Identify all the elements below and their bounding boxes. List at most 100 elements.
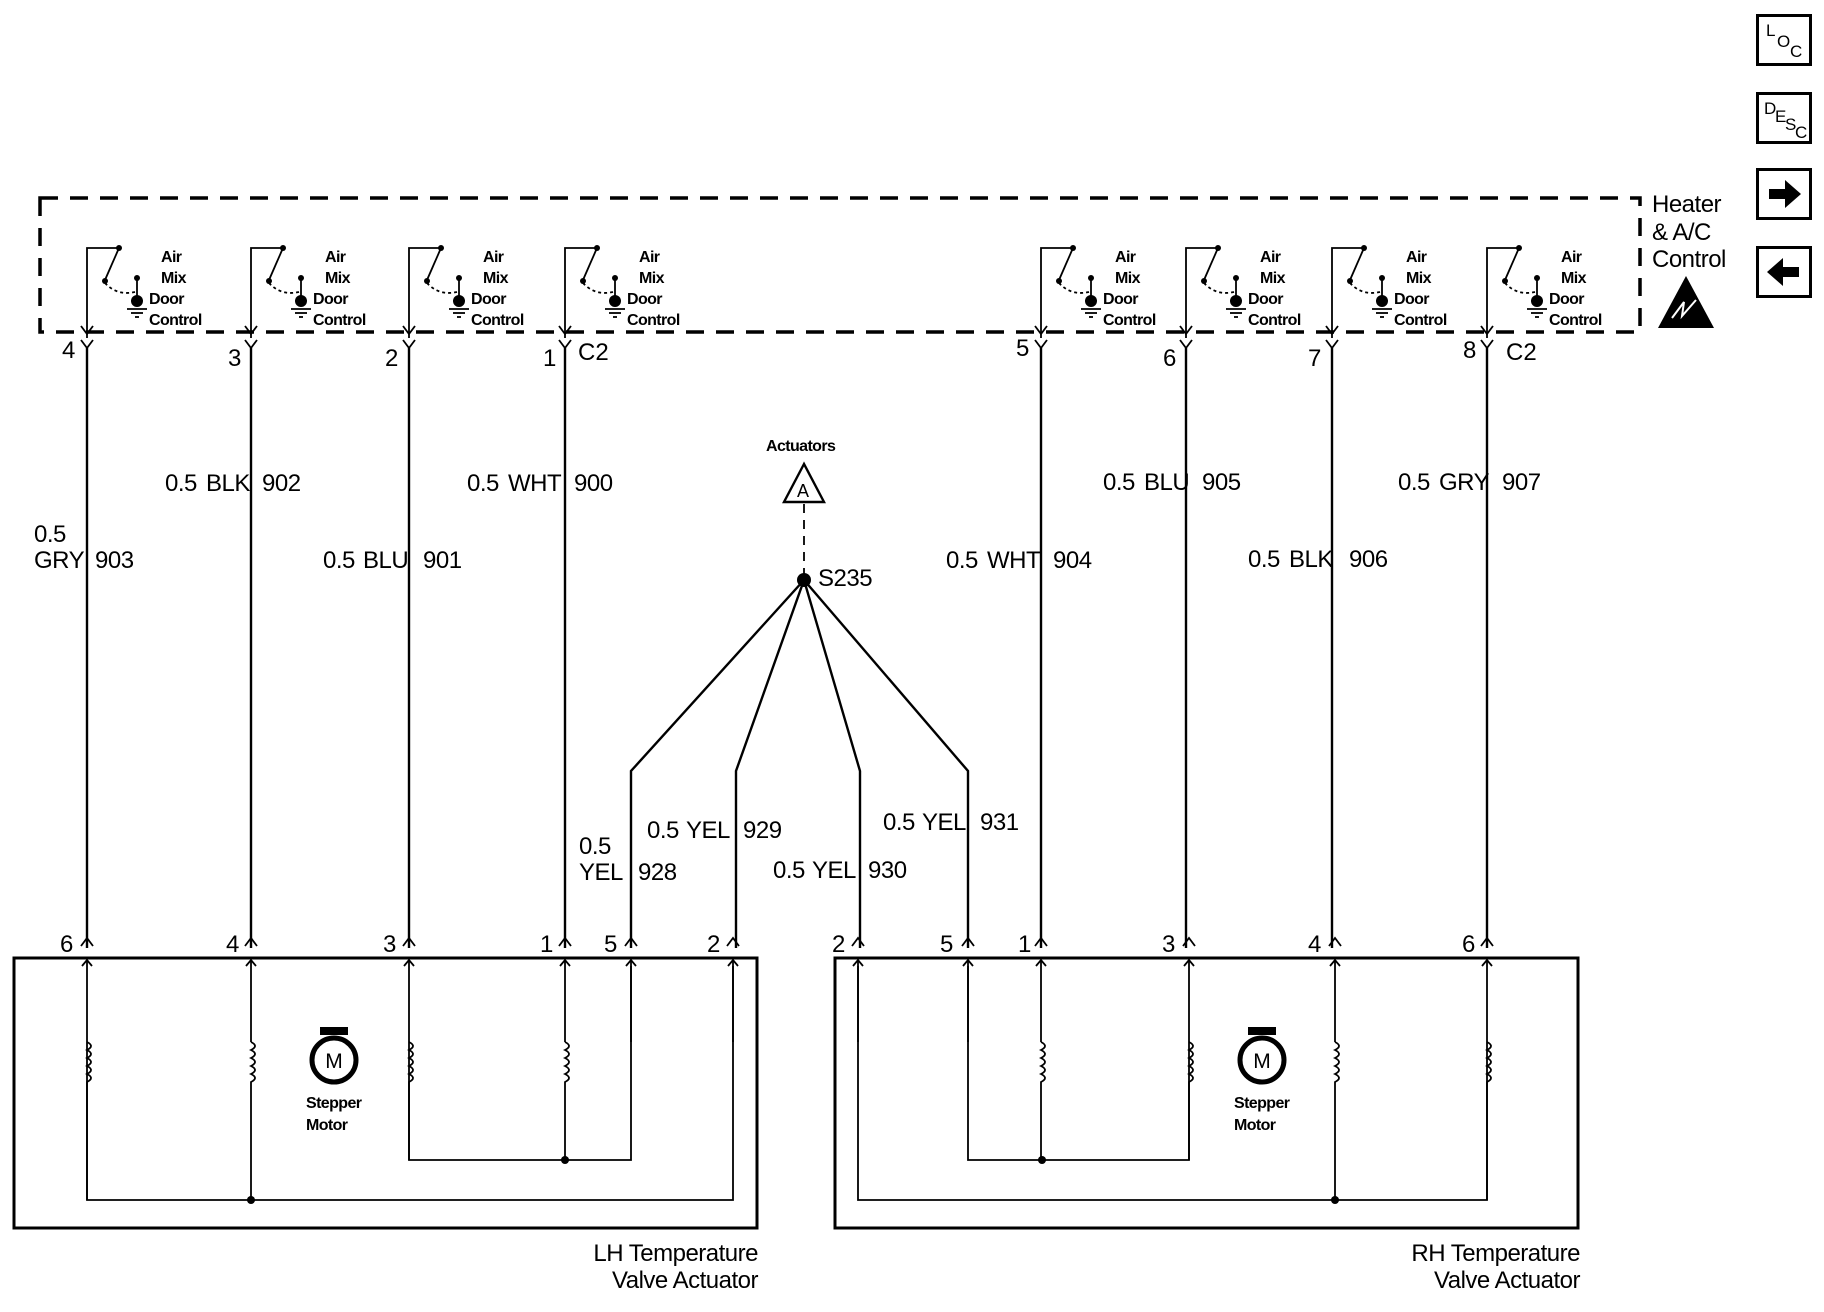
pin-fork: [1034, 339, 1048, 350]
loc-letter-c: C: [1790, 42, 1803, 61]
switch-label-line: Control: [627, 312, 680, 329]
rh-pin-fork: [961, 936, 975, 947]
lh-pin-number: 1: [540, 931, 553, 958]
wire-930-color: YEL: [812, 857, 856, 884]
lh-coil: [562, 1041, 570, 1090]
switch-blade: [1058, 247, 1074, 281]
lh-motor-label-1: Stepper: [306, 1095, 362, 1112]
lh-title-line-2: Valve Actuator: [612, 1267, 758, 1294]
switch-label-line: Control: [1103, 312, 1156, 329]
module-pin-number: 3: [228, 345, 241, 372]
switch-contact: [102, 278, 108, 284]
module-pin-number: 4: [62, 337, 75, 364]
wire-929-path: [734, 579, 806, 948]
wire-928-circuit: 928: [638, 859, 677, 886]
switch-pivot: [116, 245, 122, 251]
wire-903-color: GRY: [34, 547, 85, 574]
switch-label-line: Door: [1394, 291, 1429, 308]
switch-pivot: [1516, 245, 1522, 251]
lh-pin-number: 2: [707, 931, 720, 958]
wire-902-circuit: 902: [262, 470, 301, 497]
rh-pin-fork: [1480, 936, 1494, 947]
wire-931-path: [803, 579, 970, 948]
desc-letter-d: D: [1764, 99, 1777, 118]
module-pin-number: 5: [1016, 335, 1029, 362]
switch-ground-dot: [609, 295, 621, 307]
pin-fork: [402, 339, 416, 350]
switch-contact: [1201, 278, 1207, 284]
module-wire-group: [80, 339, 1494, 948]
switch-pivot: [1215, 245, 1221, 251]
previous-page-button[interactable]: [1756, 246, 1812, 298]
switch-label-line: Door: [149, 291, 184, 308]
rh-pin-fork: [1328, 936, 1342, 947]
switch-label-line: Air: [325, 249, 346, 266]
module-pin-number: 1: [543, 345, 556, 372]
switch-label-line: Door: [471, 291, 506, 308]
module-pin-number: 8: [1463, 337, 1476, 364]
wire-928-path: [629, 579, 805, 948]
switch-link: [1504, 282, 1536, 294]
switch-blade: [582, 247, 598, 281]
wire-label-group: 0.5 GRY 903 0.5 BLK 902 0.5 BLU 901 0.5 …: [34, 469, 1541, 886]
wire-900-size: 0.5: [467, 470, 499, 497]
loc-button[interactable]: L O C: [1756, 14, 1812, 66]
switch-label-line: Door: [627, 291, 662, 308]
pin-arrow: [1480, 325, 1494, 336]
pin-fork: [244, 339, 258, 350]
wire-901-size: 0.5: [323, 547, 355, 574]
switch-ground-dot: [1376, 295, 1388, 307]
pin-fork: [558, 339, 572, 350]
switch-blade: [426, 247, 442, 281]
wire-902-size: 0.5: [165, 470, 197, 497]
switch-blade: [1203, 247, 1219, 281]
switch-label-line: Door: [1248, 291, 1283, 308]
lh-pin-number: 4: [226, 931, 239, 958]
switch-label-line: Air: [161, 249, 182, 266]
rh-coil: [1332, 1041, 1340, 1090]
switch-pivot: [1361, 245, 1367, 251]
next-page-button[interactable]: [1756, 168, 1812, 220]
switch-contact: [424, 278, 430, 284]
wire-907-color: GRY: [1439, 469, 1490, 496]
pin-arrow: [1179, 325, 1193, 336]
pin-arrow: [402, 325, 416, 336]
ref-a-triangle: [782, 461, 826, 504]
module-pin-number: 7: [1308, 345, 1321, 372]
lh-coil: [84, 1041, 92, 1090]
rh-ground-bus: [857, 966, 1488, 1201]
switch-ground-dot: [131, 295, 143, 307]
switch-label-line: Control: [149, 312, 202, 329]
switch-ground-dot: [295, 295, 307, 307]
switch-label-line: Mix: [639, 270, 665, 287]
module-title-line-3: Control: [1652, 246, 1726, 273]
rh-pin-number: 3: [1162, 931, 1175, 958]
desc-button[interactable]: D E S C: [1756, 92, 1812, 144]
switch-pivot: [280, 245, 286, 251]
switch-link: [1349, 282, 1381, 294]
rh-pin-number: 2: [832, 931, 845, 958]
wire-905-size: 0.5: [1103, 469, 1135, 496]
wire-900-circuit: 900: [574, 470, 613, 497]
wire-903-size: 0.5: [34, 521, 66, 548]
switch-contact: [1502, 278, 1508, 284]
rh-pin-number: 5: [940, 931, 953, 958]
arrow-left-icon: [1767, 258, 1799, 286]
pin-fork: [1480, 339, 1494, 350]
switch-blade: [104, 247, 120, 281]
switch-frame: [250, 247, 283, 338]
rh-coil-bus: [967, 966, 1190, 1161]
lh-stepper-motor-icon: M: [309, 1027, 359, 1085]
wire-906-color: BLK: [1289, 546, 1333, 573]
loc-letter-o: O: [1777, 32, 1791, 51]
wire-931-size: 0.5: [883, 809, 915, 836]
pin-fork: [80, 339, 94, 350]
module-title-line-1: Heater: [1652, 191, 1722, 218]
module-pin-number: 2: [385, 345, 398, 372]
ref-a-letter: A: [797, 481, 809, 501]
